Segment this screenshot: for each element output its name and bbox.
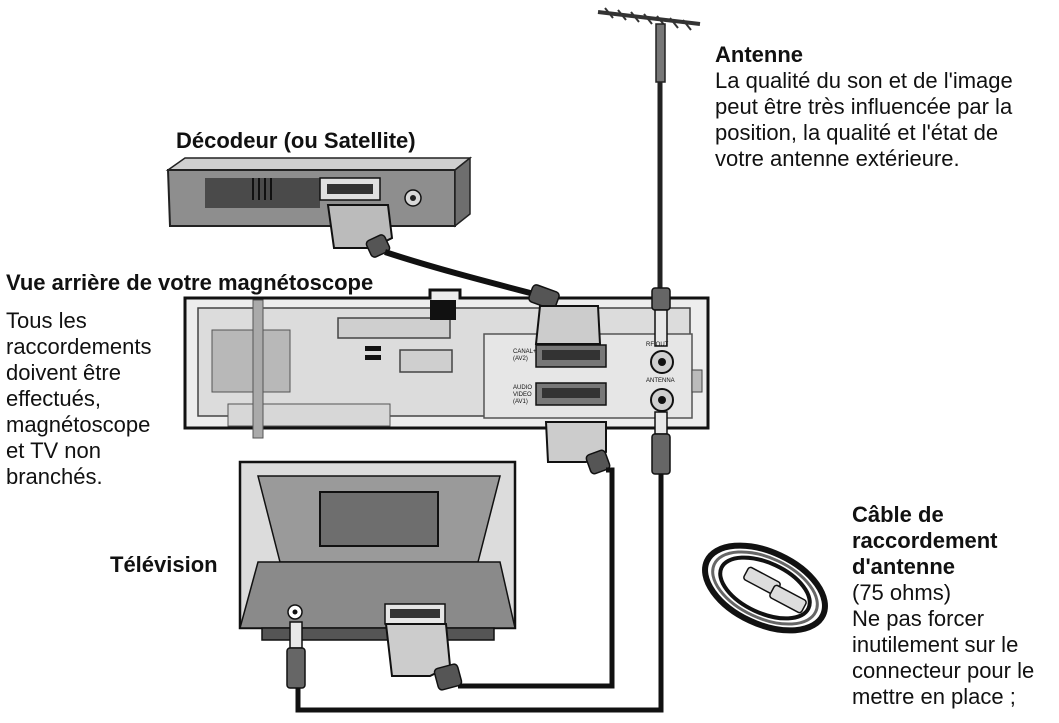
- cable-title-line: raccordement: [852, 528, 998, 553]
- cable-title-line: d'antenne: [852, 554, 956, 579]
- antenna-note-line: votre antenne extérieure.: [715, 146, 960, 171]
- tv-title: Télévision: [110, 552, 218, 577]
- antenna-icon: [597, 7, 701, 292]
- rf-out-coax-plug: [651, 411, 671, 475]
- antenna-note-line: peut être très influencée par la: [715, 94, 1013, 119]
- coax-cable-to-tv: [295, 474, 664, 713]
- cable-note-line: inutilement sur le: [852, 632, 1019, 657]
- vcr-note-line: et TV non: [6, 438, 101, 463]
- cable-title-line: Câble de: [852, 502, 944, 527]
- cable-note-line: Ne pas forcer: [852, 606, 985, 631]
- tv-scart-plug: [384, 623, 463, 691]
- socket-label-av1: AUDIO VIDEO (AV1): [513, 385, 533, 405]
- decoder-scart-plug: [326, 204, 394, 258]
- vcr-rear-panel: [183, 288, 710, 439]
- vcr-scart-plug-bottom: [544, 421, 611, 475]
- vcr-note-line: raccordements: [6, 334, 152, 359]
- antenna-note-line: position, la qualité et l'état de: [715, 120, 999, 145]
- television-device: [238, 460, 517, 641]
- tv-coax-plug: [286, 621, 306, 689]
- cable-note-line: connecteur pour le: [852, 658, 1035, 683]
- vcr-note-line: branchés.: [6, 464, 103, 489]
- vcr-note-line: Tous les: [6, 308, 87, 333]
- vcr-note-line: effectués,: [6, 386, 101, 411]
- antenna-title: Antenne: [715, 42, 803, 67]
- cable-note-line: mettre en place ;: [852, 684, 1016, 709]
- vcr-scart-plug-top: [528, 284, 602, 345]
- power-cord: [252, 299, 264, 439]
- decoder-cable: [384, 249, 539, 298]
- antenna-coax-plug: [651, 287, 671, 347]
- decoder-title: Décodeur (ou Satellite): [176, 128, 416, 153]
- socket-label-av2: CANAL+ (AV2): [513, 349, 537, 362]
- scart-cable-to-tv: [458, 467, 615, 689]
- vcr-note-line: doivent être: [6, 360, 121, 385]
- vcr-note-line: magnétoscope: [6, 412, 151, 437]
- antenna-in-label: ANTENNA: [646, 378, 675, 384]
- cable-note-line: (75 ohms): [852, 580, 952, 605]
- decoder-device: [165, 156, 473, 228]
- rf-out-label: RF OUT: [646, 342, 669, 348]
- vcr-title: Vue arrière de votre magnétoscope: [6, 270, 374, 295]
- antenna-cable-coil-icon: [702, 542, 828, 634]
- antenna-note-line: La qualité du son et de l'image: [715, 68, 1013, 93]
